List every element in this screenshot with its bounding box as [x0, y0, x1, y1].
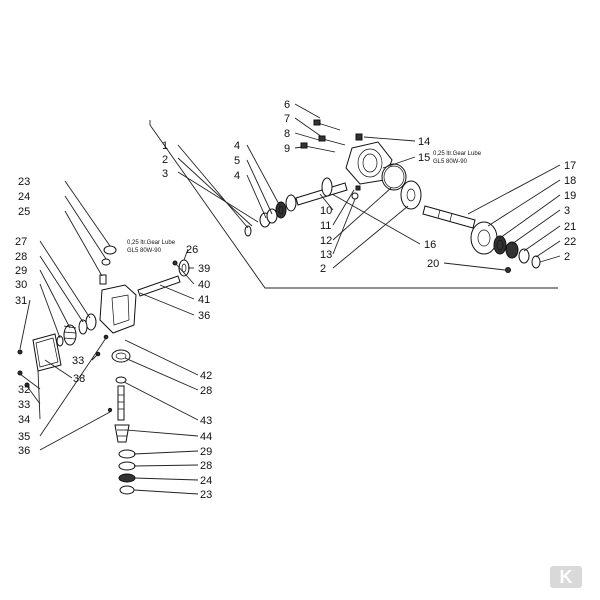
callout-label: 17: [564, 160, 576, 172]
callout-label: 6: [284, 99, 290, 111]
callout-label: 11: [320, 220, 331, 232]
callout-label: 7: [284, 113, 290, 125]
callout-label: 16: [424, 239, 436, 251]
callout-label: 18: [564, 175, 576, 187]
callout-label: 23: [18, 176, 30, 188]
callout-label: 19: [564, 190, 576, 202]
leader-lines: [19, 103, 561, 495]
callout-label: 13: [320, 249, 332, 261]
callout-label: 15: [418, 152, 430, 164]
upper-lube-note-line2: GL5 80W-90: [433, 159, 468, 165]
callout-label: 28: [200, 460, 212, 472]
callout-label: 23: [200, 489, 212, 501]
callout-label: 24: [18, 191, 30, 203]
callout-label: 3: [564, 205, 570, 217]
callout-label: 42: [200, 370, 212, 382]
callout-label: 33: [72, 355, 84, 367]
callout-label: 28: [200, 385, 212, 397]
left-lube-note-line2: GL5 80W-90: [127, 248, 162, 254]
callout-label: 2: [564, 251, 570, 263]
callout-label: 32: [18, 384, 30, 396]
callout-label: 36: [198, 310, 210, 322]
callout-label: 29: [15, 265, 27, 277]
callout-label: 28: [15, 251, 27, 263]
left-lube-note-line1: 0,25 ltr.Gear Lube: [127, 240, 176, 246]
callout-label: 2: [320, 263, 326, 275]
callout-label: 21: [564, 221, 576, 233]
callout-label: 24: [200, 475, 212, 487]
callout-label: 27: [15, 236, 27, 248]
callout-label: 14: [418, 136, 430, 148]
right-hub-assembly: [422, 205, 541, 273]
section-boundary: [149, 120, 558, 289]
upper-housing-assembly: [244, 119, 422, 237]
left-gearbox-assembly: [17, 245, 190, 495]
callout-label: 1: [162, 140, 168, 152]
callout-label: 33: [18, 399, 30, 411]
callout-labels: 1 2 3 4 5 4 6 7 8 9 14 15 10 11 12 13 2 …: [15, 99, 576, 501]
callout-label: 40: [198, 279, 210, 291]
upper-lube-note-line1: 0,25 ltr.Gear Lube: [433, 151, 482, 157]
callout-label: 9: [284, 143, 290, 155]
callout-label: 34: [18, 414, 30, 426]
callout-label: 38: [73, 373, 85, 385]
callout-label: 10: [320, 205, 332, 217]
callout-label: 8: [284, 128, 290, 140]
callout-label: 3: [162, 168, 168, 180]
callout-label: 12: [320, 235, 332, 247]
brand-logo: K: [550, 566, 582, 588]
callout-label: 30: [15, 279, 27, 291]
callout-label: 43: [200, 415, 212, 427]
callout-label: 35: [18, 431, 30, 443]
callout-label: 20: [427, 258, 439, 270]
callout-label: 22: [564, 236, 576, 248]
callout-label: 4: [234, 140, 240, 152]
brand-logo-letter: K: [560, 567, 573, 587]
callout-label: 25: [18, 206, 30, 218]
callout-label: 5: [234, 155, 240, 167]
callout-label: 4: [234, 170, 240, 182]
callout-label: 26: [186, 244, 198, 256]
callout-label: 36: [18, 445, 30, 457]
callout-label: 31: [15, 295, 27, 307]
callout-label: 44: [200, 431, 212, 443]
callout-label: 41: [198, 294, 210, 306]
callout-label: 29: [200, 446, 212, 458]
callout-label: 2: [162, 154, 168, 166]
callout-label: 39: [198, 263, 210, 275]
